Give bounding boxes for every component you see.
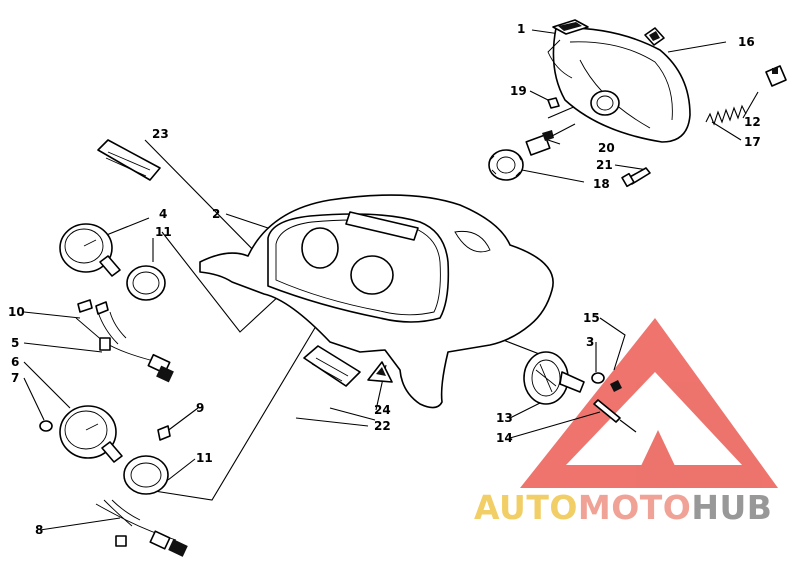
callout-18: 18 bbox=[593, 177, 610, 191]
headlight-socket bbox=[590, 90, 620, 116]
screw-19 bbox=[547, 97, 560, 109]
retaining-ring-18 bbox=[488, 149, 524, 181]
callout-15: 15 bbox=[583, 311, 600, 325]
gauge-6 bbox=[59, 405, 123, 463]
bulb-9 bbox=[157, 425, 171, 441]
callout-7: 7 bbox=[11, 371, 19, 385]
gauge-4 bbox=[59, 223, 121, 277]
wire-harness-5 bbox=[75, 311, 174, 383]
tail-light-13 bbox=[523, 351, 585, 405]
watermark-auto: AUTO bbox=[474, 488, 578, 527]
adjuster-screw-21 bbox=[621, 167, 651, 188]
callout-11-lower: 11 bbox=[196, 451, 213, 465]
callout-11-upper: 11 bbox=[155, 225, 172, 239]
bulb-7 bbox=[39, 420, 53, 432]
callout-16: 16 bbox=[738, 35, 755, 49]
callout-9: 9 bbox=[196, 401, 204, 415]
adjuster-12 bbox=[765, 65, 787, 87]
watermark-logo-icon bbox=[520, 318, 778, 488]
callout-13: 13 bbox=[496, 411, 513, 425]
callouts: 1 2 3 4 5 6 7 8 9 10 11 11 12 13 14 15 1… bbox=[8, 22, 761, 537]
headlight-bulb bbox=[525, 123, 576, 156]
callout-5: 5 bbox=[11, 336, 19, 350]
callout-2: 2 bbox=[212, 207, 220, 221]
gauge-opening-right bbox=[350, 255, 394, 295]
nut-15 bbox=[610, 380, 622, 392]
decal-22 bbox=[303, 345, 361, 387]
callout-10: 10 bbox=[8, 305, 25, 319]
callout-6: 6 bbox=[11, 355, 19, 369]
callout-21: 21 bbox=[596, 158, 613, 172]
callout-19: 19 bbox=[510, 84, 527, 98]
washer-3 bbox=[591, 372, 605, 384]
watermark-moto: MOTO bbox=[578, 488, 691, 527]
callout-1: 1 bbox=[517, 22, 525, 36]
decal-24 bbox=[367, 361, 393, 383]
headlight-bracket bbox=[552, 19, 665, 46]
callout-22: 22 bbox=[374, 419, 391, 433]
callout-24: 24 bbox=[374, 403, 391, 417]
callout-8: 8 bbox=[35, 523, 43, 537]
callout-4: 4 bbox=[159, 207, 167, 221]
decal-23 bbox=[97, 139, 161, 181]
spring-17 bbox=[705, 104, 747, 126]
callout-17: 17 bbox=[744, 135, 761, 149]
callout-3: 3 bbox=[586, 335, 594, 349]
svg-text:AUTOMOTOHUB: AUTOMOTOHUB bbox=[474, 488, 772, 527]
clip-10 bbox=[77, 299, 109, 315]
tail-light-bulb-14 bbox=[593, 399, 637, 433]
gauge-opening-left bbox=[301, 227, 339, 269]
callout-23: 23 bbox=[152, 127, 169, 141]
wire-harness-8 bbox=[95, 499, 188, 557]
callout-12: 12 bbox=[744, 115, 761, 129]
headlight-housing bbox=[547, 27, 691, 143]
gauge-ring-11b bbox=[123, 455, 169, 495]
watermark-text: AUTOMOTOHUB bbox=[474, 488, 772, 527]
gauge-ring-11a bbox=[126, 265, 166, 301]
callout-20: 20 bbox=[598, 141, 615, 155]
watermark-hub: HUB bbox=[691, 488, 772, 527]
callout-14: 14 bbox=[496, 431, 513, 445]
